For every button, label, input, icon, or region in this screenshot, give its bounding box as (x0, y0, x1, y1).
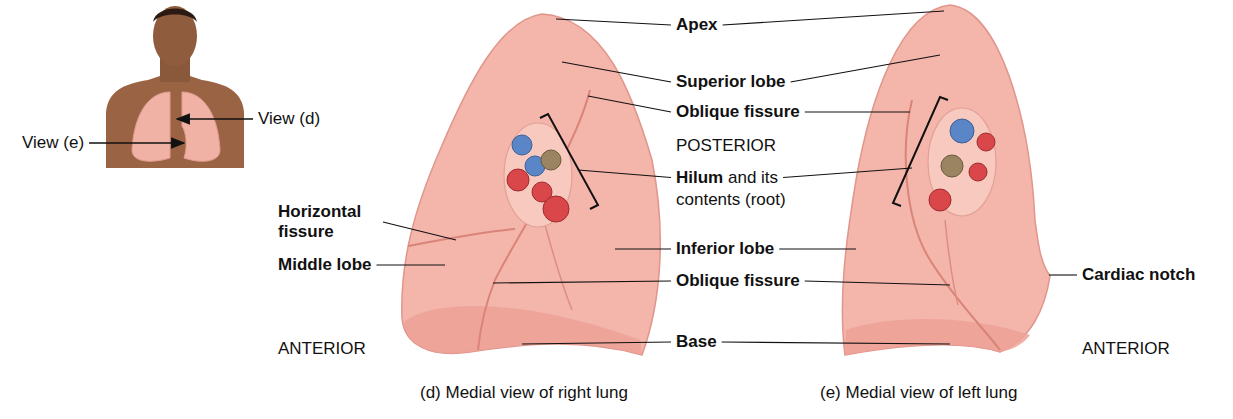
part-label: Base (676, 332, 717, 352)
part-label: Oblique fissure (676, 102, 800, 122)
part-label: Middle lobe (278, 255, 372, 275)
leader-line (791, 55, 940, 82)
part-label: Oblique fissure (676, 271, 800, 291)
part-label: Hilum (676, 168, 723, 187)
leader-line (493, 281, 671, 283)
view-arrow (177, 118, 253, 120)
left-lung (842, 5, 1050, 355)
leader-line (556, 19, 671, 25)
leader-line (383, 222, 456, 240)
orientation-label: ANTERIOR (1082, 339, 1170, 359)
leader-line (779, 248, 856, 249)
leader-line (377, 264, 446, 265)
leader-line (562, 62, 671, 82)
leader-line (805, 111, 910, 112)
right-lung (402, 14, 660, 355)
leader-line (1049, 274, 1077, 275)
orientation-label: ANTERIOR (278, 339, 366, 359)
leader-line (588, 96, 671, 112)
leader-line (805, 281, 950, 285)
leader-line (578, 170, 671, 178)
orientation-label: POSTERIOR (676, 136, 776, 156)
view-label: View (d) (258, 109, 320, 129)
label-group: Hilum and its contents (root) (676, 167, 816, 211)
caption-label: (e) Medial view of left lung (820, 383, 1017, 403)
view-label: View (e) (22, 133, 84, 153)
leader-lines (89, 11, 1077, 344)
leader-line (723, 11, 944, 25)
part-label: Superior lobe (676, 72, 786, 92)
leader-line (522, 342, 671, 344)
leader-line (615, 248, 671, 249)
view-arrow (89, 142, 184, 144)
caption-label: (d) Medial view of right lung (420, 383, 628, 403)
part-label: Apex (676, 15, 718, 35)
part-label: Inferior lobe (676, 239, 774, 259)
part-label: Cardiac notch (1082, 265, 1195, 285)
leader-line (722, 342, 950, 344)
part-label: Horizontal fissure (278, 202, 378, 242)
leader-line (783, 168, 912, 178)
